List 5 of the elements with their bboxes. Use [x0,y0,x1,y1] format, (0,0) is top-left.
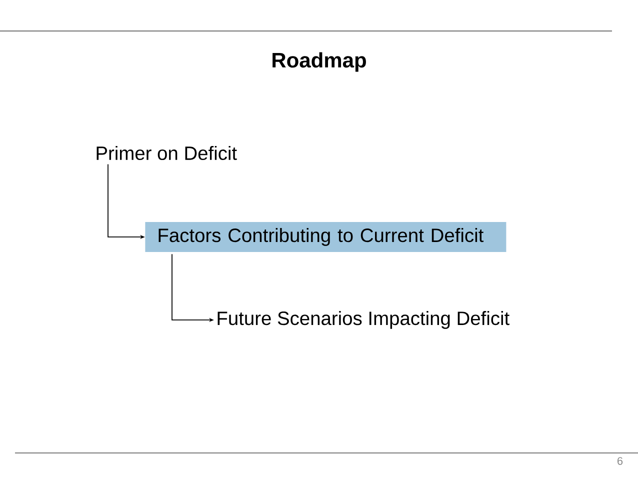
page-number: 6 [618,457,623,465]
title: Roadmap [272,52,366,72]
highlighted-topic-box: Factors Contributing to Current Deficit [145,222,506,252]
topic-text: Future Scenarios Impacting Deficit [218,311,510,329]
topic-text: Primer on Deficit [96,146,237,160]
